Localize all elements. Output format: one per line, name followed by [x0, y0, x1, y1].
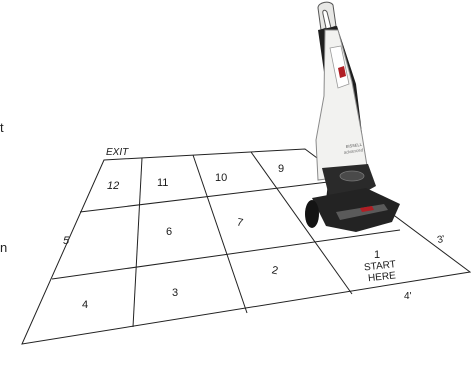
cell-number-4: 4	[82, 299, 88, 311]
cell-number-10: 10	[215, 172, 227, 184]
dimension-right-label: 3'	[436, 234, 446, 246]
cell-number-9: 9	[278, 163, 284, 175]
grid-col-line-1	[133, 158, 142, 327]
cell-number-5: 5	[63, 235, 70, 247]
cell-number-6: 6	[166, 226, 172, 238]
floor-grid	[22, 149, 470, 344]
cell-number-3: 3	[172, 287, 178, 299]
cell-number-11: 11	[157, 177, 168, 189]
cleaner-control-panel	[340, 171, 364, 181]
cell-number-7: 7	[236, 216, 244, 229]
cutoff-text-upper: t	[0, 120, 4, 135]
exit-label: EXIT	[106, 147, 129, 158]
cleaner-wheel	[305, 200, 319, 228]
cell-number-2: 2	[271, 264, 279, 277]
dimension-bottom-label: 4'	[404, 291, 412, 302]
cell-number-12: 12	[107, 180, 119, 192]
cell-number-1: 1	[374, 249, 380, 261]
cleaner-handle	[318, 2, 336, 30]
grid-outline	[22, 149, 470, 344]
start-label-line2: HERE	[368, 270, 397, 284]
cutoff-text-lower: n	[0, 240, 7, 255]
grid-row-line-2	[52, 230, 400, 279]
carpet-cleaner-illustration: BISSELL advanced	[305, 2, 400, 232]
